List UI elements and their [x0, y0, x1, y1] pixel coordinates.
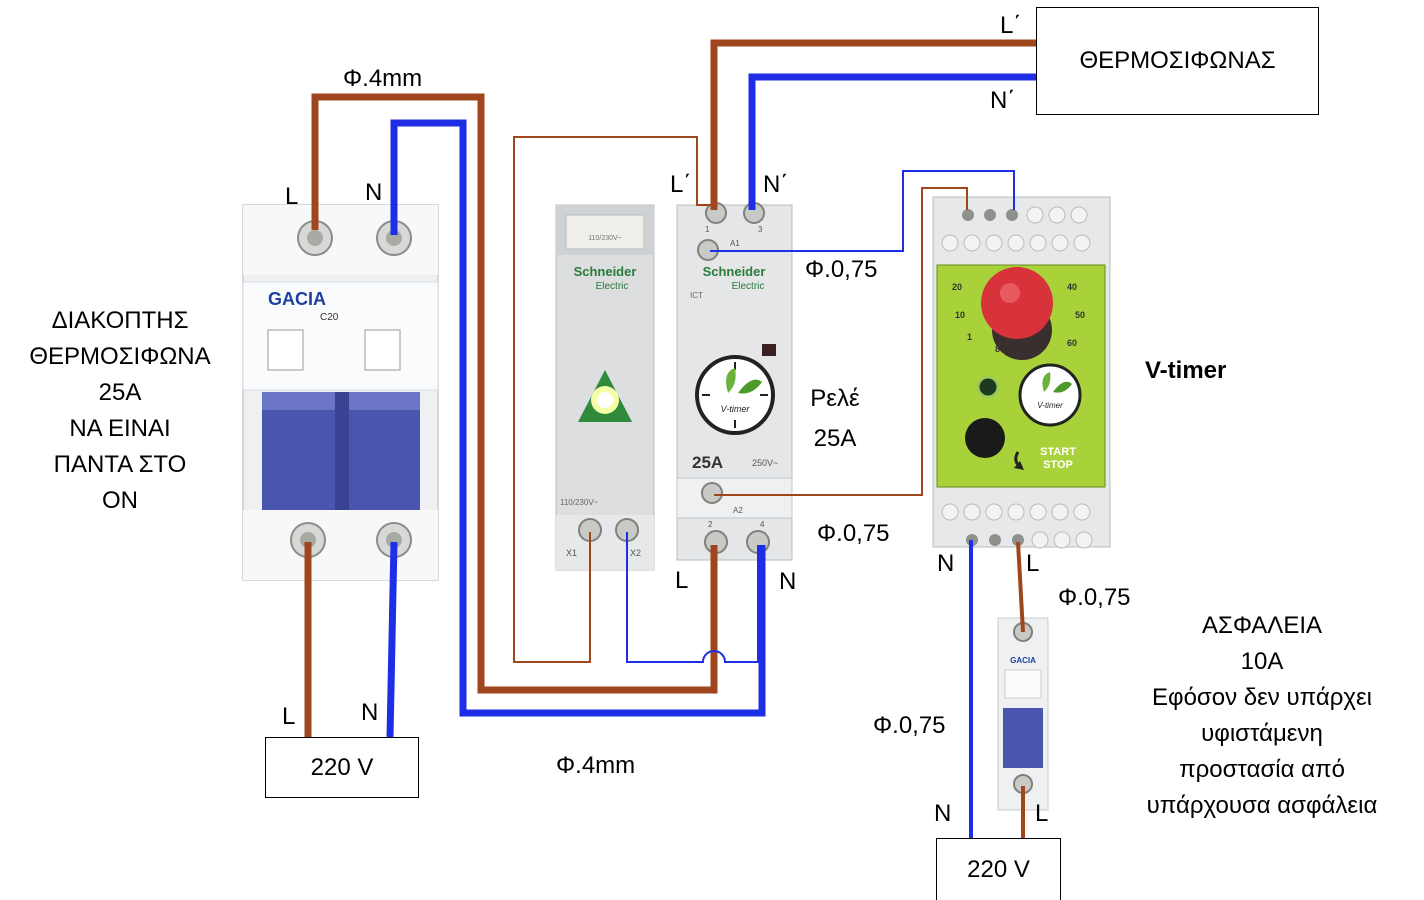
relay-face-voltage: 250V~ — [752, 458, 778, 468]
wire-indicator-neutral — [626, 532, 759, 663]
breaker-note-line: ΔΙΑΚΟΠΤΗΣ — [51, 307, 189, 334]
relay-contactor-module: 1 3 A1 Schneider Electric ICT V-timer 25… — [676, 202, 793, 561]
breaker-note: ΔΙΑΚΟΠΤΗΣ ΘΕΡΜΟΣΙΦΩΝΑ 25A ΝΑ ΕΙΝΑΙ ΠΑΝΤΑ… — [0, 303, 240, 519]
indicator-x2-label: X2 — [630, 548, 641, 558]
breaker-top-l-label: L — [285, 183, 299, 210]
relay-model: ICT — [690, 291, 703, 300]
supply-right-label: 220 V — [967, 855, 1030, 883]
timer-v-timer-logo-icon: V-timer — [1018, 363, 1082, 427]
relay-t1-label: 1 — [705, 225, 710, 234]
relay-t2-label: 2 — [708, 520, 713, 529]
wire-neutral-supply — [386, 541, 398, 738]
relay-brand-sub: Electric — [732, 281, 765, 292]
water-heater-label: ΘΕΡΜΟΣΙΦΩΝΑΣ — [1079, 47, 1276, 74]
timer-dial-40: 40 — [1067, 282, 1077, 292]
breaker-note-line: ΠΑΝΤΑ ΣΤΟ — [53, 451, 187, 478]
timer-dial-1: 1 — [967, 332, 972, 342]
indicator-light-module: 110/230V~ Schneider Electric 110/230V~ X… — [555, 204, 655, 571]
relay-t4-label: 4 — [760, 520, 765, 529]
relay-a2-label: A2 — [733, 506, 743, 515]
relay-n-out-label: N΄ — [763, 171, 789, 198]
fuse-note-line: προστασία από — [1179, 756, 1345, 783]
wire-neutral-main-top — [390, 119, 766, 717]
relay-terminal-a2 — [701, 482, 723, 504]
breaker-bottom-n-label: N — [361, 699, 379, 726]
wire-relay-a1-gauge-label: Φ.0,75 — [805, 256, 878, 283]
wire-control-a1 — [710, 170, 1015, 252]
relay-logo-text: V-timer — [721, 404, 751, 414]
breaker-top-n-label: N — [365, 179, 383, 206]
relay-a1-label: A1 — [730, 239, 740, 248]
timer-start-label: START — [1040, 446, 1076, 458]
timer-n-label: N — [937, 550, 955, 577]
indicator-voltage: 110/230V~ — [560, 498, 599, 507]
wire-live-heater — [710, 39, 1036, 210]
timer-knob[interactable] — [981, 267, 1053, 339]
fuse-note: ΑΣΦΑΛΕΙΑ 10A Εφόσον δεν υπάρχει υφιστάμε… — [1110, 608, 1414, 824]
breaker-note-line: ΘΕΡΜΟΣΙΦΩΝΑ — [29, 343, 211, 370]
timer-logo-text: V-timer — [1037, 401, 1063, 410]
heater-n-label: N΄ — [990, 87, 1016, 114]
timer-status-led — [976, 375, 1000, 399]
relay-l-in-label: L — [675, 567, 689, 594]
wire-neutral-right-gauge-label: Φ.0,75 — [873, 712, 946, 739]
fuse-10a: GACIA — [997, 617, 1049, 811]
fuse-note-line: υπάρχουσα ασφάλεια — [1146, 792, 1378, 819]
fuse-note-line: ΑΣΦΑΛΕΙΑ — [1201, 612, 1323, 639]
timer-start-stop-button[interactable] — [965, 418, 1005, 458]
main-circuit-breaker: GACIA C20 — [242, 204, 439, 581]
fuse-n-label: N — [934, 800, 952, 827]
water-heater-box: ΘΕΡΜΟΣΙΦΩΝΑΣ — [1036, 7, 1319, 115]
relay-n-in-label: N — [779, 568, 797, 595]
wire-live-main-top — [311, 93, 718, 694]
relay-t3-label: 3 — [758, 225, 763, 234]
relay-rating-label: 25A — [813, 425, 857, 452]
indicator-x1-label: X1 — [566, 548, 577, 558]
timer-dial-60: 60 — [1067, 338, 1077, 348]
timer-l-label: L — [1026, 550, 1040, 577]
wire-relay-a2-gauge-label: Φ.0,75 — [817, 520, 890, 547]
heater-l-label: L΄ — [1000, 12, 1022, 39]
breaker-brand: GACIA — [268, 289, 326, 309]
breaker-note-line: ΝΑ ΕΙΝΑΙ — [69, 415, 171, 442]
v-timer-title: V-timer — [1145, 357, 1227, 384]
wire-fuse-gauge-label: Φ.0,75 — [1058, 584, 1131, 611]
indicator-brand-sub: Electric — [596, 281, 629, 292]
wires — [304, 39, 1036, 838]
breaker-note-line: 25A — [98, 379, 142, 406]
timer-dial-20: 20 — [952, 282, 962, 292]
fuse-l-label: L — [1035, 800, 1049, 827]
fuse-note-line: υφιστάμενη — [1201, 720, 1323, 747]
relay-l-out-label: L΄ — [670, 171, 692, 198]
indicator-brand: Schneider — [574, 264, 637, 279]
fuse-note-line: Εφόσον δεν υπάρχει — [1152, 684, 1372, 711]
fuse-note-line: 10A — [1240, 648, 1284, 675]
v-timer-logo-icon: V-timer — [695, 355, 775, 435]
breaker-bottom-l-label: L — [282, 703, 296, 730]
fuse-brand: GACIA — [1010, 656, 1036, 665]
timer-dial-50: 50 — [1075, 310, 1085, 320]
indicator-voltage-top: 110/230V~ — [588, 235, 622, 242]
wire-control-a2 — [714, 187, 968, 496]
supply-box-right: 220 V — [936, 838, 1061, 900]
supply-left-label: 220 V — [310, 753, 374, 781]
timer-dial-10: 10 — [955, 310, 965, 320]
relay-face-rating: 25A — [692, 453, 723, 472]
breaker-model: C20 — [320, 312, 339, 323]
wire-live-timer-fuse — [1016, 541, 1025, 633]
wire-top-gauge-label: Φ.4mm — [343, 65, 423, 92]
timer-stop-label: STOP — [1043, 459, 1073, 471]
breaker-note-line: ON — [102, 487, 138, 514]
v-timer-module: 20 10 40 50 60 1 8 V-timer START STOP — [932, 196, 1111, 549]
timer-terminal-l — [1012, 534, 1024, 546]
wire-neutral-heater — [748, 73, 1036, 210]
timer-dial-8: 8 — [995, 344, 1000, 354]
wire-bottom-gauge-label: Φ.4mm — [556, 752, 636, 779]
wire-indicator-live — [513, 136, 714, 663]
relay-title-label: Ρελέ — [810, 385, 860, 412]
relay-brand: Schneider — [703, 264, 766, 279]
fuse-handle[interactable] — [1003, 708, 1043, 768]
supply-box-left: 220 V — [265, 737, 419, 798]
